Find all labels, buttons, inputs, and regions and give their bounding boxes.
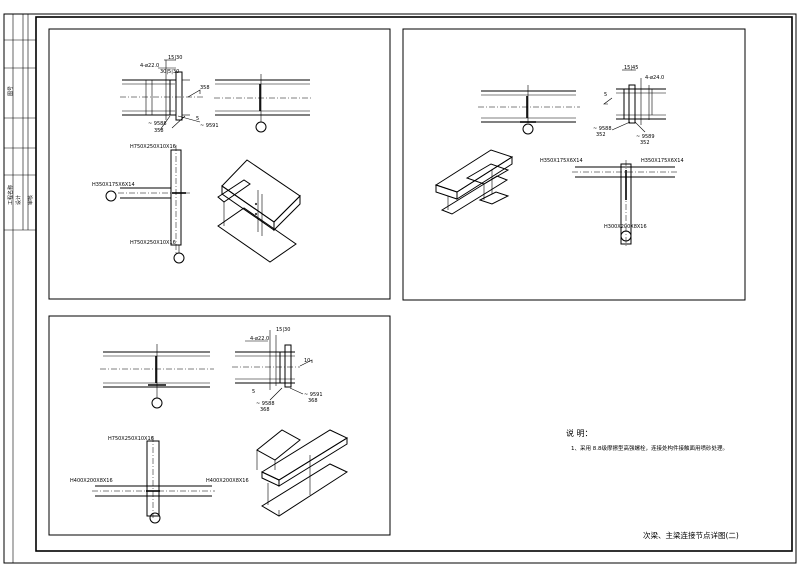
detail-3-frame [48,315,391,536]
notes-heading: 说 明： [566,428,593,438]
detail-2-plan-view: H350X175X6X14 H350X175X6X14 H300X200X8X1… [540,158,684,248]
detail-1-plan-view: H750X250X10X16 H350X175X6X14 H750X250X10… [92,144,190,264]
detail-2-frame [402,28,746,301]
detail-2-dim-2: 5 [604,92,607,98]
detail-3-dim-7: 5 [252,389,255,395]
detail-3-beam-right: H400X200X8X16 [206,478,249,484]
detail-2-dim-3: ~ 9588 [593,126,612,132]
detail-2-dim-6: 352 [640,140,650,146]
sidebar-label-2: 工程名称 [7,185,14,205]
detail-1-elevation-view [214,74,312,133]
detail-3: 15|30 4-ø22.0 10 ~ 9591 368 ~ 9588 368 5… [48,315,391,536]
detail-3-beam-left: H400X200X8X16 [70,478,113,484]
detail-1-dim-3: 358 [200,85,210,91]
detail-1-secondary-beam: H350X175X6X14 [92,182,135,188]
detail-3-elevation-view [100,344,214,409]
detail-1-dim-0: 15|30 [168,55,182,61]
detail-3-dim-0: 15|30 [276,327,290,333]
detail-1-dim-5: 358 [154,128,164,134]
notes-item-1: 1、采用 8.8级摩擦型高强螺栓，连接处构件接触面用喷砂处理。 [571,444,728,452]
detail-2-section-view: 15|45 4-ø24.0 5 ~ 9588 352 ~ 9589 352 [593,65,666,146]
sidebar-label-3: 设计 [15,195,22,205]
detail-3-dim-1: 4-ø22.0 [250,336,269,342]
detail-1: 15|30 4-ø22.0 30|5|30 358 ~ 9588 358 5 ~… [48,28,391,300]
detail-3-section-view: 15|30 4-ø22.0 10 ~ 9591 368 ~ 9588 368 5 [232,327,323,413]
detail-1-main-beam-bottom: H750X250X10X16 [130,240,176,246]
detail-2-dim-4: 352 [596,132,606,138]
detail-1-dim-1: 4-ø22.0 [140,63,159,69]
detail-1-isometric-view [217,159,301,263]
detail-2-elevation-view [478,85,580,135]
detail-3-dim-3: ~ 9591 [304,392,323,398]
detail-1-frame [48,28,391,300]
detail-3-main-beam: H750X250X10X16 [108,436,154,442]
detail-2-beam-right: H350X175X6X14 [641,158,684,164]
drawing-title: 次梁、主梁连接节点详图(二) [643,530,739,540]
left-title-strip: 图号 工程名称 设计 审核 [4,14,36,563]
detail-1-dim-4: ~ 9588 [148,121,167,127]
detail-1-dim-7: ~ 9591 [200,123,219,129]
detail-3-isometric-view [256,429,349,517]
detail-2-dim-0: 15|45 [624,65,638,71]
detail-1-dim-2: 30|5|30 [160,69,179,75]
detail-2-dim-5: ~ 9589 [636,134,655,140]
detail-3-dim-2: 10 [304,358,310,364]
detail-2-isometric-view [434,149,514,215]
notes-block: 说 明： 1、采用 8.8级摩擦型高强螺栓，连接处构件接触面用喷砂处理。 [566,428,728,452]
detail-3-dim-6: 368 [260,407,270,413]
detail-3-dim-4: 368 [308,398,318,404]
detail-3-dim-5: ~ 9588 [256,401,275,407]
detail-3-plan-view: H750X250X10X16 H400X200X8X16 H400X200X8X… [70,436,249,524]
inner-border [35,16,793,552]
sidebar-label-4: 审核 [27,195,34,205]
detail-2-beam-left: H350X175X6X14 [540,158,583,164]
detail-1-main-beam-top: H750X250X10X16 [130,144,176,150]
detail-1-section-view: 15|30 4-ø22.0 30|5|30 358 ~ 9588 358 5 ~… [120,55,219,134]
sidebar-label-1: 图号 [8,86,14,96]
outer-border [3,13,797,564]
detail-2-main-beam: H300X200X8X16 [604,224,647,230]
detail-1-dim-6: 5 [196,116,199,122]
detail-2: 15|45 4-ø24.0 5 ~ 9588 352 ~ 9589 352 H3… [402,28,746,301]
detail-2-dim-1: 4-ø24.0 [645,75,664,81]
